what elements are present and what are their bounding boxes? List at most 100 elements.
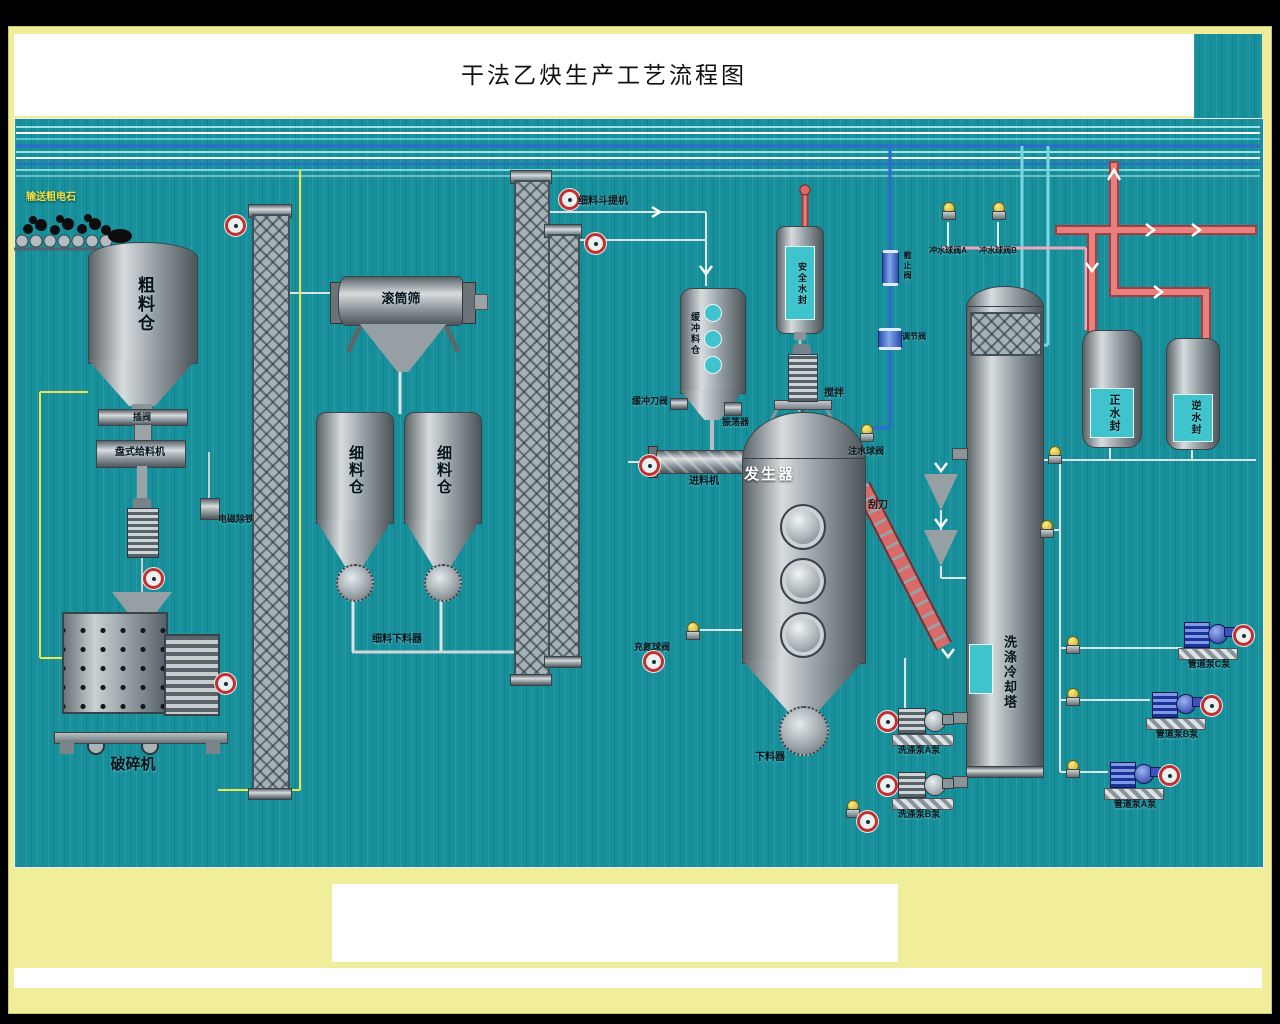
pump-motor [898,708,926,734]
ball-valve-icon[interactable] [1066,760,1080,778]
fine-discharger-b[interactable] [424,564,462,602]
pipeline-pump-b[interactable]: 管道泵B泵 [1144,688,1230,742]
feeder-neck [137,466,147,502]
tower-nozzle [952,448,968,460]
status-indicator[interactable] [857,811,878,832]
coarse-silo-body [88,242,198,364]
buffer-silo-label: 缓冲料仓 [690,312,700,356]
pump-base [892,734,954,746]
status-indicator[interactable] [559,189,580,210]
generator-label: 发生器 [744,466,796,483]
washing-pump-a[interactable]: 洗涤泵A泵 [876,704,962,760]
elevator2-column[interactable] [514,180,550,680]
manhole [780,558,826,604]
process-panel [14,118,1264,868]
fine-silo-a-body [316,412,394,524]
status-indicator[interactable] [877,711,898,732]
pump-base [1178,648,1238,660]
ball-valve-icon[interactable] [1066,688,1080,706]
pipeline-pump-c-label: 管道泵C泵 [1187,659,1231,669]
title-band: 干法乙炔生产工艺流程图 [14,34,1194,116]
magnetic-separator-box[interactable] [200,498,220,520]
water-injection-valve-label: 注水球阀 [848,446,885,456]
status-indicator[interactable] [1233,625,1254,646]
buffer-knife-valve-label: 缓冲刀阀 [632,396,669,406]
flush-valve-b-label: 冲水球阀B [979,246,1017,255]
oscillator-box[interactable] [724,402,742,416]
pipeline-pump-a[interactable]: 管道泵A泵 [1102,758,1188,812]
pump-base [1146,718,1206,730]
status-indicator[interactable] [585,233,606,254]
ball-valve-icon[interactable] [1048,446,1062,464]
flush-valve-a-group[interactable]: 冲水球阀A [920,200,976,258]
flush-valve-a-label: 冲水球阀A [929,246,967,255]
regulating-valve-device[interactable] [878,328,902,350]
motor-cap [133,498,151,508]
elevator1-column[interactable] [252,214,290,794]
washing-pump-b-label: 洗涤泵B泵 [897,809,941,819]
ball-valve-icon[interactable] [860,424,874,442]
discharger-label: 下料器 [755,752,785,763]
buffer-sight-3 [704,356,722,374]
pipeline-pump-a-label: 管道泵A泵 [1113,799,1157,809]
footer-white-box [332,884,898,962]
status-indicator[interactable] [643,651,664,672]
crusher-drive [164,634,220,716]
page-title: 干法乙炔生产工艺流程图 [461,63,747,88]
status-indicator[interactable] [877,775,898,796]
drum-legs [345,320,461,354]
buffer-sight-1 [704,304,722,322]
ball-valve-icon[interactable] [992,202,1006,220]
ball-valve-icon[interactable] [686,622,700,640]
ball-valve-icon[interactable] [1040,520,1054,538]
screw-feeder-body[interactable] [656,450,746,474]
ball-valve-icon[interactable] [942,202,956,220]
status-indicator[interactable] [639,455,660,476]
pump-motor [1110,762,1136,788]
acetylene-red-pipes [799,161,1257,349]
stop-valve-device[interactable] [882,250,899,286]
status-indicator[interactable] [143,568,164,589]
washing-pump-b[interactable]: 洗涤泵B泵 [876,768,962,824]
elevator2-boot [510,674,552,686]
tower-level-window [969,644,993,694]
agitator-motor[interactable] [788,354,818,402]
buffer-knife-valve[interactable] [670,398,688,410]
crusher-body[interactable] [62,612,168,714]
oscillator-label: 振荡器 [722,417,750,427]
fine-silo-a-label: 细料仓 [347,444,364,496]
nitrogen-valve-group[interactable]: 充氮球阀 [634,620,704,656]
fine-discharger-a[interactable] [336,564,374,602]
safety-seal-neck [794,332,806,340]
pump-snout [942,778,954,789]
feeder-label: 进料机 [689,476,719,487]
flush-valve-b-group[interactable]: 冲水球阀B [970,200,1026,258]
reverse-seal-label: 逆水封 [1189,400,1200,436]
conveyor-label: 输送粗电石 [26,192,76,203]
pump-base [1104,788,1164,800]
crusher-foot [60,742,74,754]
tower-base [966,766,1044,778]
status-indicator[interactable] [1159,765,1180,786]
elevator3-column[interactable] [548,234,580,660]
status-indicator[interactable] [225,215,246,236]
reverse-seal-window [1173,394,1213,442]
ball-valve-icon[interactable] [1066,636,1080,654]
water-injection-valve-group[interactable]: 注水球阀 [848,422,908,460]
washing-tower-label: 洗涤冷却塔 [1002,634,1017,710]
status-indicator[interactable] [215,673,236,694]
crusher-hopper [112,592,172,614]
status-indicator[interactable] [1201,695,1222,716]
crusher-label: 破碎机 [110,756,156,773]
nitrogen-valve-label: 充氮球阀 [634,642,671,652]
ball-valve-icon[interactable] [846,800,860,818]
feeder-motor[interactable] [127,508,159,558]
discharger-flange[interactable] [779,706,829,756]
washing-pump-a-label: 洗涤泵A泵 [897,745,941,755]
pipeline-pump-c[interactable]: 管道泵C泵 [1176,618,1262,672]
manhole [780,504,826,550]
regulating-valve-label: 调节阀 [902,332,926,341]
tower-packing [970,312,1042,356]
buffer-sight-2 [704,330,722,348]
